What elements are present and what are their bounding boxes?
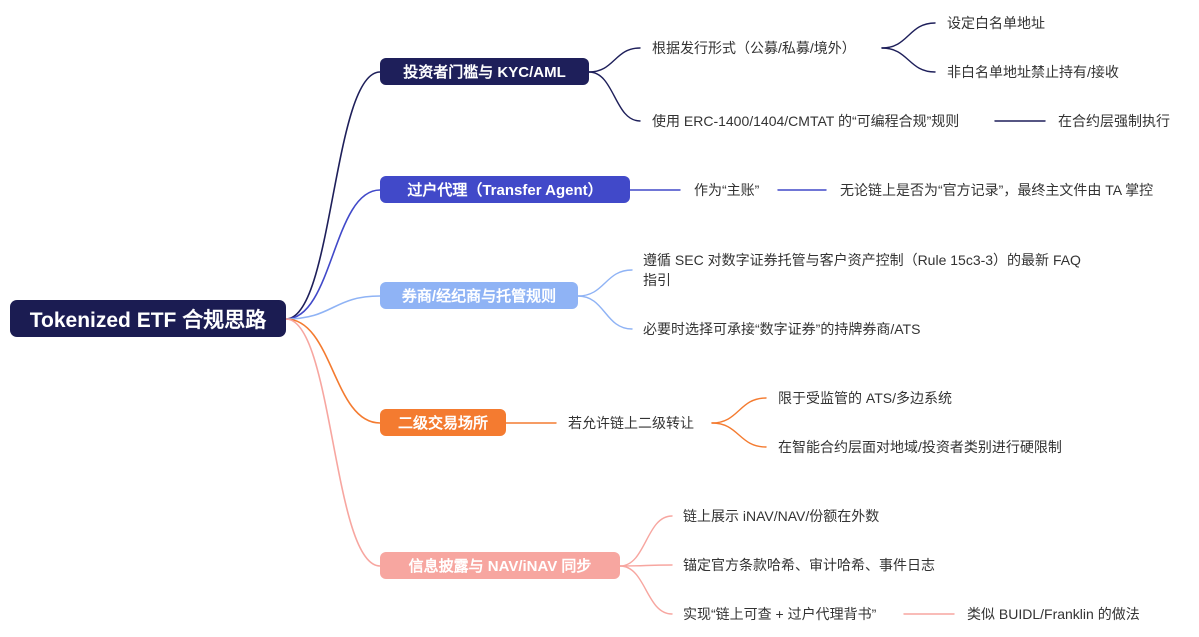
branch-investor-kyc[interactable]: 投资者门槛与 KYC/AML — [380, 58, 589, 85]
leaf-master-ledger[interactable]: 作为“主账” — [694, 182, 760, 198]
connector-17 — [619, 515, 673, 567]
leaf-ta-control[interactable]: 无论链上是否为“官方记录”，最终主文件由 TA 掌控 — [840, 182, 1154, 198]
connector-8 — [881, 47, 936, 73]
connector-7 — [881, 22, 936, 49]
leaf-buidl-franklin[interactable]: 类似 BUIDL/Franklin 的做法 — [967, 606, 1140, 622]
connector-15 — [711, 397, 767, 424]
connector-1 — [285, 189, 381, 320]
connector-16 — [711, 422, 767, 448]
connector-3 — [285, 318, 381, 424]
connector-19 — [619, 565, 673, 615]
leaf-contract-enforce[interactable]: 在合约层强制执行 — [1058, 113, 1170, 129]
branch-transfer-agent[interactable]: 过户代理（Transfer Agent） — [380, 176, 630, 203]
leaf-whitelist[interactable]: 设定白名单地址 — [947, 15, 1045, 31]
leaf-sec-faq[interactable]: 遵循 SEC 对数字证券托管与客户资产控制（Rule 15c3-3）的最新 FA… — [643, 252, 1081, 288]
leaf-programmable-compliance[interactable]: 使用 ERC-1400/1404/CMTAT 的“可编程合规”规则 — [652, 113, 960, 129]
leaf-onchain-verifiable[interactable]: 实现“链上可查 + 过户代理背书” — [683, 606, 877, 622]
connector-4 — [285, 318, 381, 567]
branch-broker-custody[interactable]: 券商/经纪商与托管规则 — [380, 282, 578, 309]
root-node[interactable]: Tokenized ETF 合规思路 — [10, 300, 286, 337]
leaf-hard-limits[interactable]: 在智能合约层面对地域/投资者类别进行硬限制 — [778, 439, 1062, 455]
connector-5 — [588, 47, 641, 73]
branch-disclosure-nav[interactable]: 信息披露与 NAV/iNAV 同步 — [380, 552, 620, 579]
leaf-non-whitelist[interactable]: 非白名单地址禁止持有/接收 — [947, 64, 1119, 80]
branch-secondary-venue[interactable]: 二级交易场所 — [380, 409, 506, 436]
connector-0 — [285, 71, 381, 320]
leaf-licensed-broker[interactable]: 必要时选择可承接“数字证券”的持牌券商/ATS — [643, 321, 921, 337]
connector-6 — [588, 71, 641, 122]
leaf-secondary-transfer[interactable]: 若允许链上二级转让 — [568, 415, 694, 431]
connector-18 — [619, 564, 673, 567]
connector-13 — [577, 295, 633, 330]
leaf-anchor-hashes[interactable]: 锚定官方条款哈希、审计哈希、事件日志 — [683, 557, 935, 573]
leaf-onchain-inav[interactable]: 链上展示 iNAV/NAV/份额在外数 — [683, 508, 880, 524]
leaf-issuance-form[interactable]: 根据发行形式（公募/私募/境外） — [652, 40, 856, 56]
connector-12 — [577, 269, 633, 297]
leaf-regulated-ats[interactable]: 限于受监管的 ATS/多边系统 — [778, 390, 952, 406]
connector-2 — [285, 295, 381, 320]
